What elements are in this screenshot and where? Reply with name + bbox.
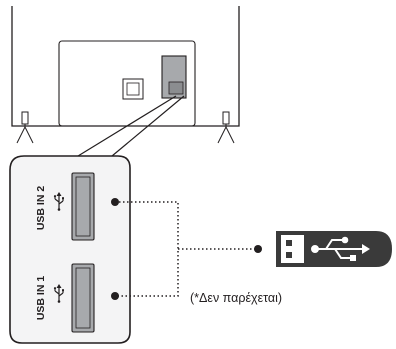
callout-lines [77,95,185,157]
tv-back-port-slot-inner [126,82,140,96]
connection-dot-port-1 [111,292,119,300]
port-label-usb-in-1: USB IN 1 [35,276,47,321]
tv-rear-view [11,6,240,144]
connection-dot-device [254,245,262,253]
not-supplied-note: (*Δεν παρέχεται) [190,291,282,305]
usb-port-socket [71,172,95,241]
usb-drive-plug [281,235,304,263]
tv-stand-right [217,111,235,144]
tv-stand-left [16,111,34,144]
usb-port-in-1: USB IN 1 [35,263,95,333]
usb-drive-symbol-icon [311,236,370,261]
usb-port-panel [9,155,131,344]
usb-flash-drive-icon [276,231,392,267]
usb-drive-plug-hole [286,240,292,246]
connection-lines [111,198,262,300]
usb-port-tongue [75,267,91,329]
tv-back-port-slot [122,78,144,100]
tv-outline [11,6,240,127]
usb-port-socket [71,263,95,333]
usb-port-tongue [75,176,91,237]
usb-drive-plug-hole [286,252,292,258]
port-label-usb-in-2: USB IN 2 [35,186,47,231]
usb-port-in-2: USB IN 2 [35,172,95,241]
tv-side-port-highlight [168,81,184,95]
dotted-connector [115,201,258,297]
